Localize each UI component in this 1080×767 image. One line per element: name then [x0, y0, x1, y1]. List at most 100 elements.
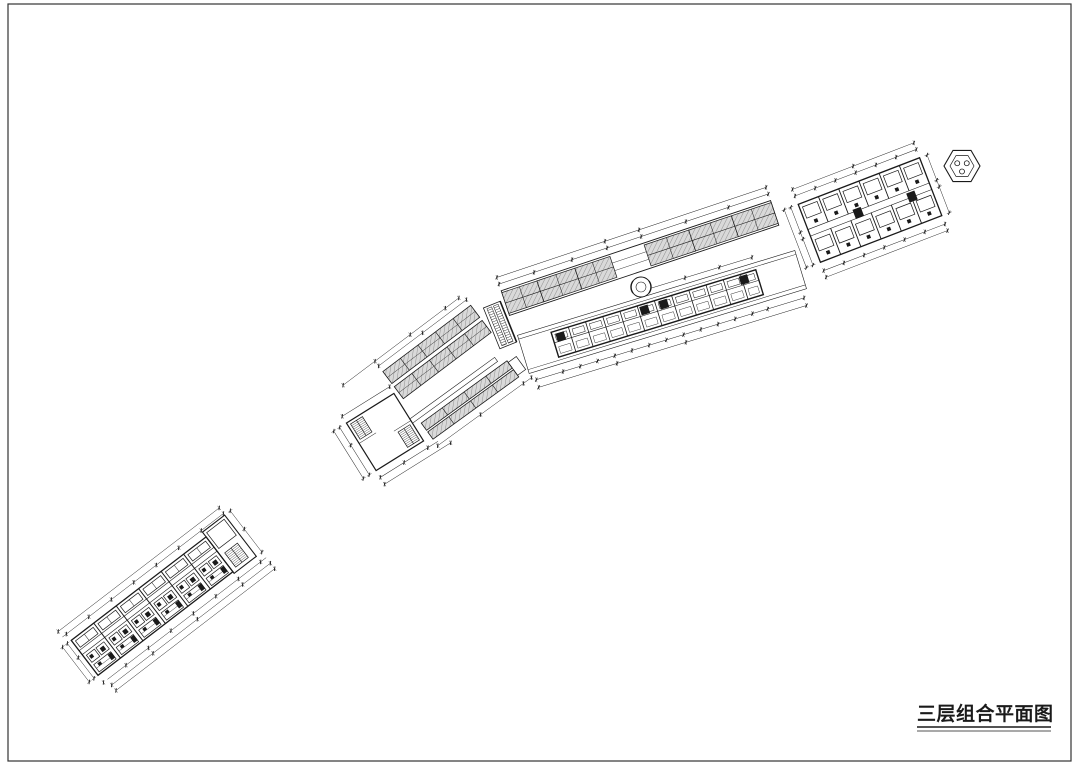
building-outline [797, 156, 943, 264]
bathroom [140, 606, 155, 622]
escalator-step [500, 340, 506, 344]
fixture [133, 619, 140, 625]
bay-divider [463, 391, 470, 400]
escalator-step [507, 338, 513, 341]
pavilion-inner-hexagon [949, 155, 975, 177]
escalator-step [493, 322, 499, 325]
dimension-extension [766, 306, 769, 312]
stair-core [555, 331, 567, 343]
dimension-extension [436, 443, 440, 448]
dimension-extension [803, 295, 806, 301]
bay-centerline [398, 326, 487, 393]
dimension-extension [426, 445, 430, 451]
stair-arc [648, 280, 652, 294]
room-fixture [709, 283, 724, 293]
bay-divider [492, 384, 498, 393]
dimension-extension [923, 229, 926, 235]
dimension-line [58, 507, 220, 632]
pavilion-column [954, 160, 961, 167]
terrace-line [527, 284, 806, 370]
dimension-extension [388, 384, 392, 389]
dimension-line [67, 643, 95, 679]
shop-unit [610, 327, 625, 338]
fixture [111, 636, 117, 642]
dimension-extension [464, 297, 469, 302]
room-divider [151, 582, 157, 589]
room-divider [174, 564, 180, 572]
unit-wall [183, 553, 211, 590]
dimension-extension [751, 311, 754, 317]
dimension-extension [684, 275, 686, 281]
dimension-extension [495, 274, 498, 280]
bathroom [207, 555, 223, 570]
dimension-extension [478, 412, 483, 417]
dimension-extension [195, 617, 200, 622]
drawing-frame [7, 3, 1072, 762]
room-wall [830, 228, 842, 255]
fixture [178, 584, 185, 590]
room-wall [602, 316, 611, 342]
terrace-outline [517, 250, 807, 374]
dimension-extension [684, 219, 687, 225]
bathroom [185, 572, 200, 587]
dimension-extension [946, 211, 952, 214]
dimension-extension [109, 682, 114, 688]
dimension-extension [383, 481, 387, 487]
escalator-step [503, 329, 509, 332]
escalator-lane [486, 306, 507, 347]
dimension-extension [603, 238, 606, 244]
stair-arc [630, 280, 634, 294]
dimension-extension [852, 163, 855, 169]
room [903, 162, 923, 180]
room-wall [653, 300, 663, 326]
escalator-step [488, 310, 494, 314]
dimension-extension [596, 358, 599, 364]
fixture [97, 661, 103, 666]
escalator-step [505, 333, 511, 336]
stair-divider [356, 420, 367, 436]
dimension-extension [800, 237, 806, 241]
bay-divider [448, 416, 455, 425]
dimension-extension [535, 377, 538, 383]
unit-wall [93, 622, 121, 659]
room-tag [846, 242, 851, 247]
dimension-extension [805, 302, 808, 309]
dimension-line [644, 257, 753, 291]
end-annex [201, 514, 258, 575]
room-tag [886, 226, 892, 232]
shop-unit [644, 316, 659, 328]
fixture [164, 609, 170, 615]
dimension-extension [521, 381, 526, 386]
dimension-extension [408, 332, 412, 337]
dimension-extension [616, 360, 619, 366]
room-wall [636, 305, 646, 331]
fixture [122, 628, 129, 635]
shop-unit [730, 290, 745, 302]
dimension-extension [214, 594, 218, 599]
dimension-extension [443, 305, 448, 311]
dimension-extension [803, 266, 809, 269]
escalator-step [494, 305, 499, 309]
shop-unit [592, 332, 607, 344]
dimension-line [115, 568, 275, 691]
fixture [175, 600, 183, 609]
room-wall [870, 212, 882, 240]
escalator-step [492, 320, 498, 323]
shop-unit [661, 311, 676, 323]
room-wall [898, 165, 910, 191]
dimension-extension [221, 511, 226, 516]
dimension-extension [331, 429, 337, 433]
escalator-step [498, 336, 504, 339]
unit-wall [138, 588, 166, 624]
dimension-extension [912, 140, 915, 146]
dimension-extension [361, 476, 366, 481]
room-wall [567, 326, 577, 353]
dimension-line [783, 209, 807, 268]
room-fixture [606, 314, 621, 325]
road-line [612, 251, 647, 264]
dimension-extension [854, 170, 857, 176]
escalator-step [494, 324, 499, 327]
room-fixture [675, 293, 689, 304]
bay-divider [442, 407, 448, 416]
panel-divider [519, 286, 527, 308]
